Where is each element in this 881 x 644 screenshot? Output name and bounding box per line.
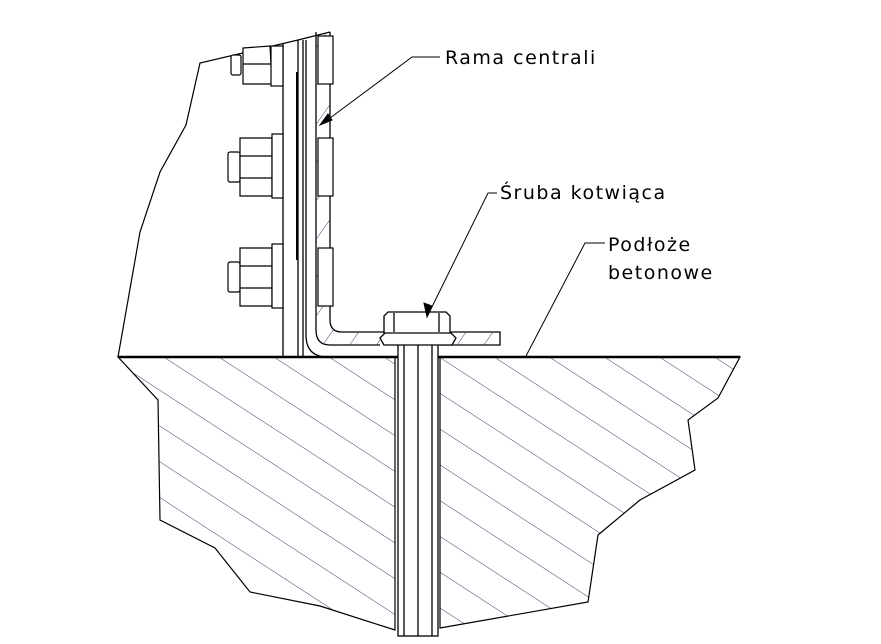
label-substrate-line2: betonowe: [608, 262, 714, 284]
frame-plates: [282, 32, 501, 358]
label-anchor-bolt: Śruba kotwiąca: [500, 182, 667, 204]
frame-bolts: [227, 35, 334, 309]
label-substrate-line1: Podłoże: [608, 234, 692, 256]
anchor-bolt: [379, 311, 457, 637]
label-frame: Rama centrali: [445, 47, 597, 69]
leader-lines: [318, 56, 605, 357]
frame-angle-section: [316, 32, 500, 345]
